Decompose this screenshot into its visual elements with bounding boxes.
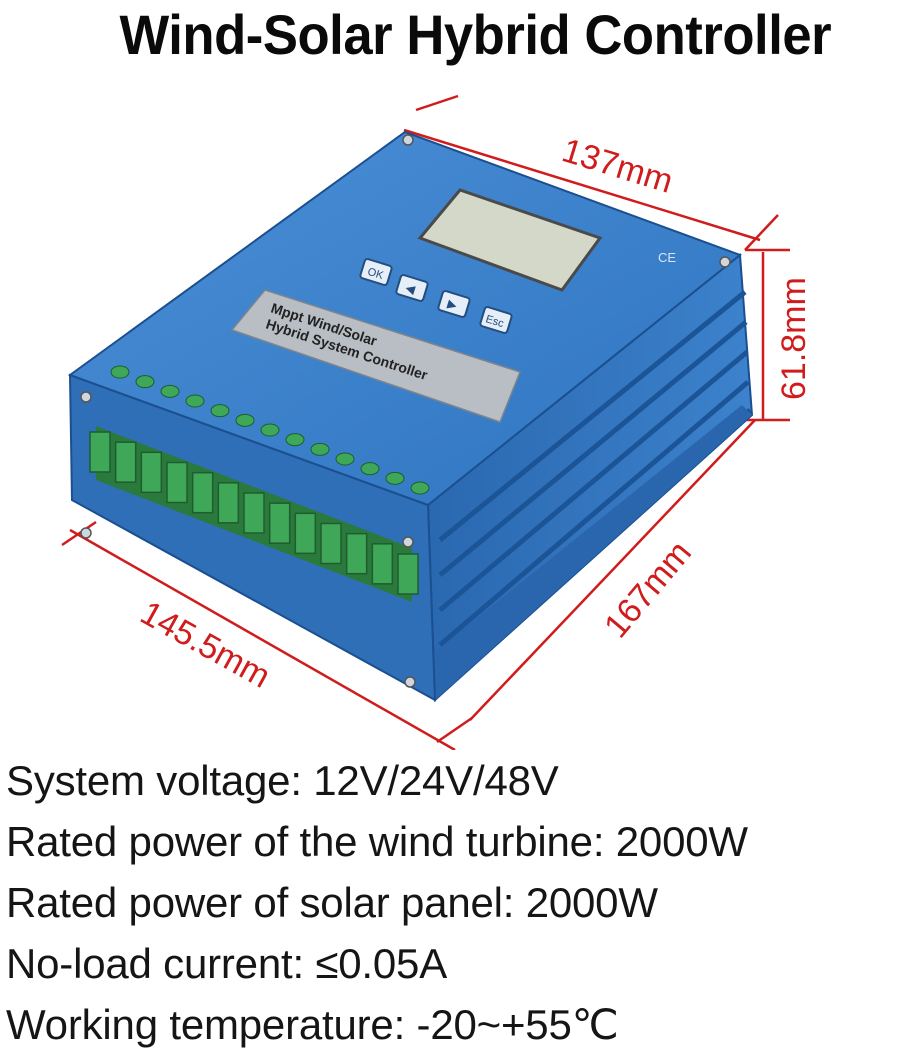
- terminal-slot: [397, 553, 419, 595]
- label-panel: [230, 289, 521, 423]
- spec-no-load-current: No-load current: ≤0.05A: [6, 940, 448, 987]
- terminal-slot: [268, 502, 291, 544]
- terminal-screw: [110, 365, 130, 379]
- terminal-slot: [114, 441, 137, 483]
- button-esc-label: Esc: [484, 313, 506, 330]
- terminal-screw: [210, 404, 230, 418]
- page-title: Wind-Solar Hybrid Controller: [119, 3, 832, 66]
- terminal-slot: [191, 471, 214, 514]
- terminal-slot: [89, 431, 111, 473]
- terminal-screw: [160, 384, 180, 398]
- spec-working-temperature: Working temperature: -20~+55℃: [6, 1001, 619, 1048]
- terminal-slot: [243, 492, 265, 534]
- terminal-screw: [335, 452, 355, 466]
- terminal-slot: [320, 522, 342, 565]
- terminal-slot: [371, 543, 394, 585]
- terminal-screw: [310, 442, 330, 456]
- terminal-screw: [235, 413, 255, 427]
- terminal-slot: [140, 451, 163, 494]
- controller-illustration: 137mm 61.8mm 145.5mm 167mm: [61, 94, 813, 750]
- terminal-screw: [410, 481, 430, 495]
- controller-figure: 137mm 61.8mm 145.5mm 167mm: [0, 80, 915, 750]
- dim-height: 61.8mm: [775, 277, 813, 400]
- terminal-screw: [260, 423, 280, 437]
- spec-list: System voltage: 12V/24V/48V Rated power …: [6, 750, 911, 1055]
- terminal-slot: [166, 461, 188, 504]
- dimension-lines: [61, 94, 790, 750]
- terminal-screw: [285, 433, 305, 447]
- dim-depth: 167mm: [597, 534, 699, 645]
- button-ok-label: OK: [366, 266, 385, 282]
- terminal-slot: [345, 532, 368, 575]
- terminal-slot: [217, 482, 240, 524]
- controller-body: OK ◀ ▶ Esc CE Mppt Wind/Solar Hybrid Sys…: [67, 130, 754, 703]
- dim-top-width: 137mm: [558, 131, 678, 200]
- control-buttons: OK ◀ ▶ Esc: [359, 258, 513, 334]
- dim-front-width: 145.5mm: [134, 594, 276, 696]
- terminal-screw: [360, 462, 380, 476]
- spec-wind-power: Rated power of the wind turbine: 2000W: [6, 818, 748, 865]
- spec-solar-power: Rated power of solar panel: 2000W: [6, 879, 658, 926]
- ce-mark: CE: [658, 250, 676, 265]
- terminal-screw: [185, 394, 205, 408]
- terminal-block: [89, 365, 430, 602]
- terminal-slot: [294, 512, 317, 555]
- lcd-screen: [417, 188, 603, 292]
- screws: [80, 134, 731, 688]
- terminal-screw: [385, 471, 405, 485]
- spec-system-voltage: System voltage: 12V/24V/48V: [6, 757, 559, 804]
- terminal-screw: [135, 375, 155, 389]
